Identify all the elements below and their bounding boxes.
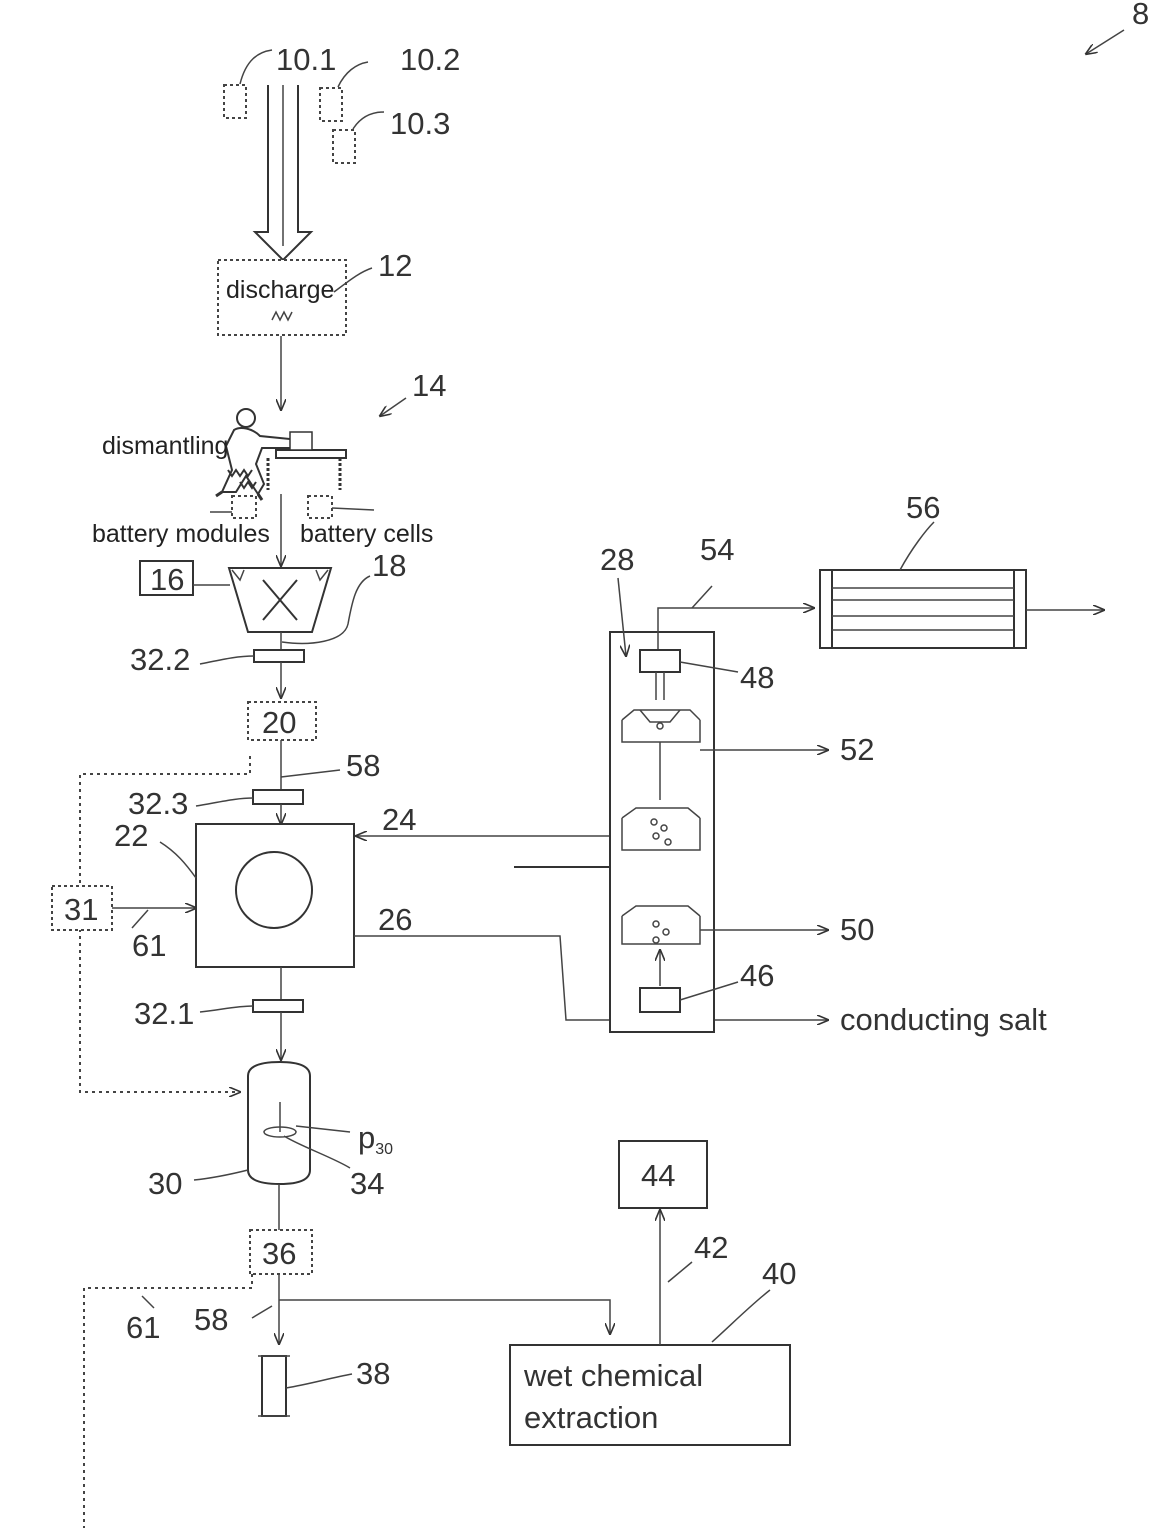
dryer-22 bbox=[196, 824, 354, 967]
leader-58-bottom bbox=[252, 1306, 272, 1318]
battery-pack-10-2 bbox=[320, 88, 342, 121]
ref-30: 30 bbox=[148, 1166, 182, 1201]
container-38 bbox=[262, 1356, 286, 1416]
valve-32-2 bbox=[254, 650, 304, 662]
ref-58-top: 58 bbox=[346, 748, 380, 783]
battery-pack-10-1 bbox=[224, 85, 246, 118]
battery-modules-label: battery modules bbox=[92, 520, 270, 548]
ref-22: 22 bbox=[114, 818, 148, 853]
component-48 bbox=[640, 650, 680, 672]
ref-18: 18 bbox=[372, 548, 406, 583]
ref-38: 38 bbox=[356, 1356, 390, 1391]
leader-61-bottom bbox=[142, 1296, 154, 1308]
ref-8-arrow bbox=[1086, 30, 1124, 54]
leader-54 bbox=[692, 586, 712, 608]
ref-26: 26 bbox=[378, 902, 412, 937]
leader-56 bbox=[900, 522, 934, 570]
component-46 bbox=[640, 988, 680, 1012]
ref-14: 14 bbox=[412, 368, 446, 403]
valve-32-3 bbox=[253, 790, 303, 804]
unit-56 bbox=[820, 570, 1026, 648]
p30-subscript: 30 bbox=[375, 1141, 393, 1158]
wet-chemical-line1: wet chemical bbox=[523, 1358, 703, 1393]
arrow-to-40 bbox=[279, 1300, 610, 1334]
leader-32-1 bbox=[200, 1006, 253, 1012]
battery-cell-icon bbox=[308, 496, 332, 518]
column-28 bbox=[610, 632, 714, 1032]
leader-p30 bbox=[296, 1126, 350, 1132]
leader-32-2 bbox=[200, 656, 254, 664]
battery-cells-label: battery cells bbox=[300, 520, 433, 548]
wet-chemical-line2: extraction bbox=[524, 1400, 658, 1435]
ref-20: 20 bbox=[262, 705, 296, 740]
leader-38 bbox=[286, 1374, 352, 1388]
valve-32-1 bbox=[253, 1000, 303, 1012]
leader-cells bbox=[332, 508, 374, 510]
ref-10-1: 10.1 bbox=[276, 42, 336, 77]
dismantling-label: dismantling bbox=[102, 432, 228, 460]
ref-48: 48 bbox=[740, 660, 774, 695]
ref-28: 28 bbox=[600, 542, 634, 577]
ref-56: 56 bbox=[906, 490, 940, 525]
ref-46: 46 bbox=[740, 958, 774, 993]
ref-24: 24 bbox=[382, 802, 416, 837]
leader-42 bbox=[668, 1262, 692, 1282]
leader-10-1 bbox=[240, 50, 272, 84]
ref-50-out: 50 bbox=[840, 912, 874, 947]
ref-32-3: 32.3 bbox=[128, 786, 188, 821]
ref-32-1: 32.1 bbox=[134, 996, 194, 1031]
leader-40 bbox=[712, 1290, 770, 1342]
p30-label: p30 bbox=[358, 1120, 393, 1158]
leader-61-left bbox=[132, 910, 148, 928]
ref-14-arrow bbox=[380, 398, 406, 416]
battery-pack-10-3 bbox=[333, 130, 355, 163]
ref-44: 44 bbox=[641, 1158, 675, 1193]
ref-32-2: 32.2 bbox=[130, 642, 190, 677]
leader-22 bbox=[160, 842, 196, 878]
ref-61-bottom: 61 bbox=[126, 1310, 160, 1345]
leader-10-2 bbox=[338, 62, 368, 87]
ref-36: 36 bbox=[262, 1236, 296, 1271]
ref-34: 34 bbox=[350, 1166, 384, 1201]
ref-42: 42 bbox=[694, 1230, 728, 1265]
ref-16: 16 bbox=[150, 562, 184, 597]
ref-54: 54 bbox=[700, 532, 734, 567]
vessel-30 bbox=[248, 1062, 310, 1184]
leader-32-3 bbox=[196, 798, 253, 806]
ref-61-left: 61 bbox=[132, 928, 166, 963]
ref-10-2: 10.2 bbox=[400, 42, 460, 77]
ref-10-3: 10.3 bbox=[390, 106, 450, 141]
ref-40: 40 bbox=[762, 1256, 796, 1291]
shredder-hopper-marks bbox=[232, 570, 328, 580]
leader-10-3 bbox=[353, 112, 384, 129]
p30-main: p bbox=[358, 1120, 375, 1155]
battery-module-icon bbox=[232, 496, 256, 518]
conducting-salt-label: conducting salt bbox=[840, 1002, 1047, 1037]
ref-52: 52 bbox=[840, 732, 874, 767]
ref-58-bottom: 58 bbox=[194, 1302, 228, 1337]
discharge-label: discharge bbox=[226, 276, 334, 304]
leader-58-top bbox=[281, 770, 340, 777]
ref-12: 12 bbox=[378, 248, 412, 283]
leader-30 bbox=[194, 1170, 248, 1180]
ref-8: 8 bbox=[1132, 0, 1149, 31]
ref-31: 31 bbox=[64, 892, 98, 927]
leader-34 bbox=[284, 1136, 350, 1168]
